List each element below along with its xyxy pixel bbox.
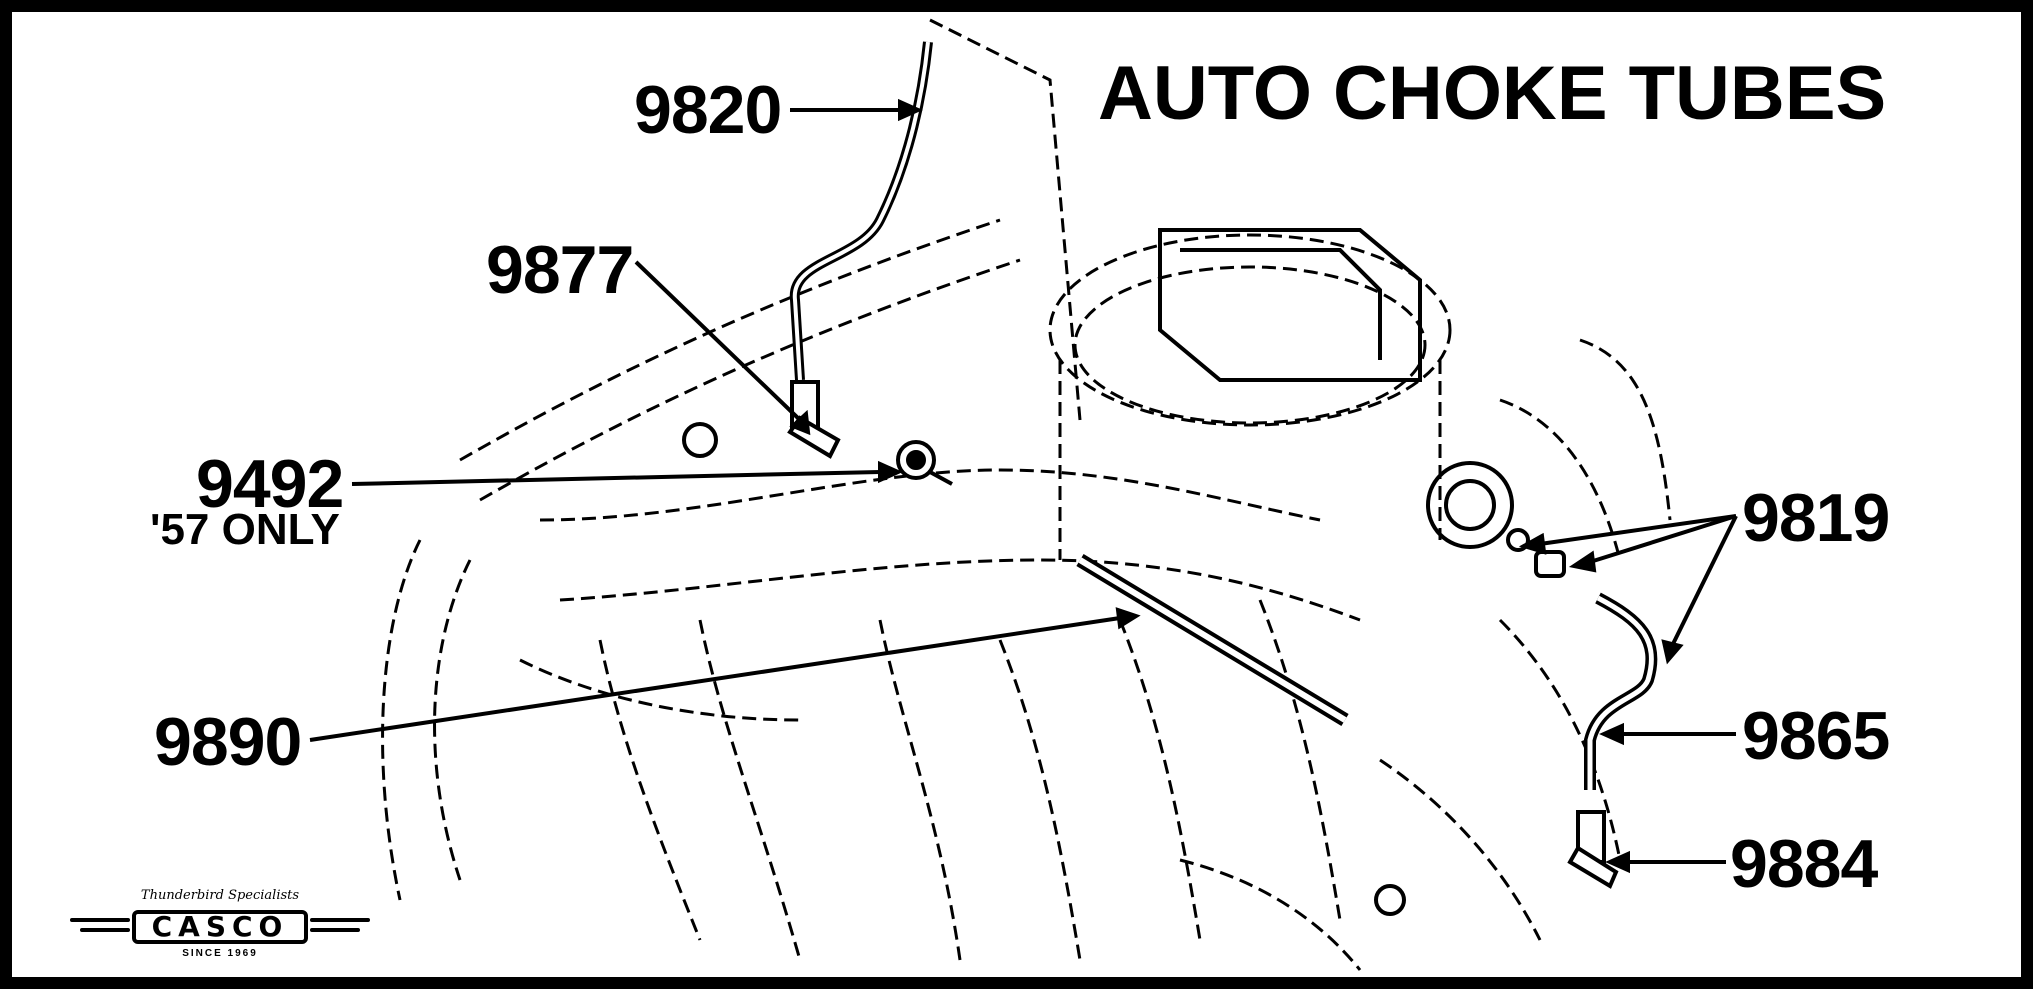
logo-wing-left [70, 918, 130, 922]
part-label-9492: 9492 [196, 446, 344, 522]
leader-9492 [351, 470, 881, 486]
leader-9877 [634, 260, 802, 422]
part-note-9492: '57 ONLY [150, 505, 340, 554]
part-label-9890: 9890 [154, 704, 302, 780]
logo-tagline: Thunderbird Specialists [140, 888, 300, 903]
part-label-9865: 9865 [1742, 698, 1890, 774]
part-label-9884: 9884 [1730, 826, 1878, 902]
casco-logo: Thunderbird Specialists CASCO SINCE 1969 [70, 888, 370, 960]
engine-outline [381, 18, 1672, 971]
part-label-9877: 9877 [486, 232, 634, 308]
part-label-9820: 9820 [634, 72, 782, 148]
logo-wing-right [310, 918, 370, 922]
page-title: AUTO CHOKE TUBES [1098, 51, 1887, 136]
logo-wordmark: CASCO [132, 910, 308, 944]
leader-9819-b [1589, 514, 1737, 564]
part-label-9819: 9819 [1742, 480, 1890, 556]
leader-9890 [309, 616, 1121, 742]
engine-solid-lines [682, 41, 1658, 916]
leader-9819-a [1539, 514, 1737, 546]
leader-lines [309, 98, 1738, 874]
leader-9819-c [1670, 515, 1738, 647]
logo-since: SINCE 1969 [182, 948, 258, 959]
